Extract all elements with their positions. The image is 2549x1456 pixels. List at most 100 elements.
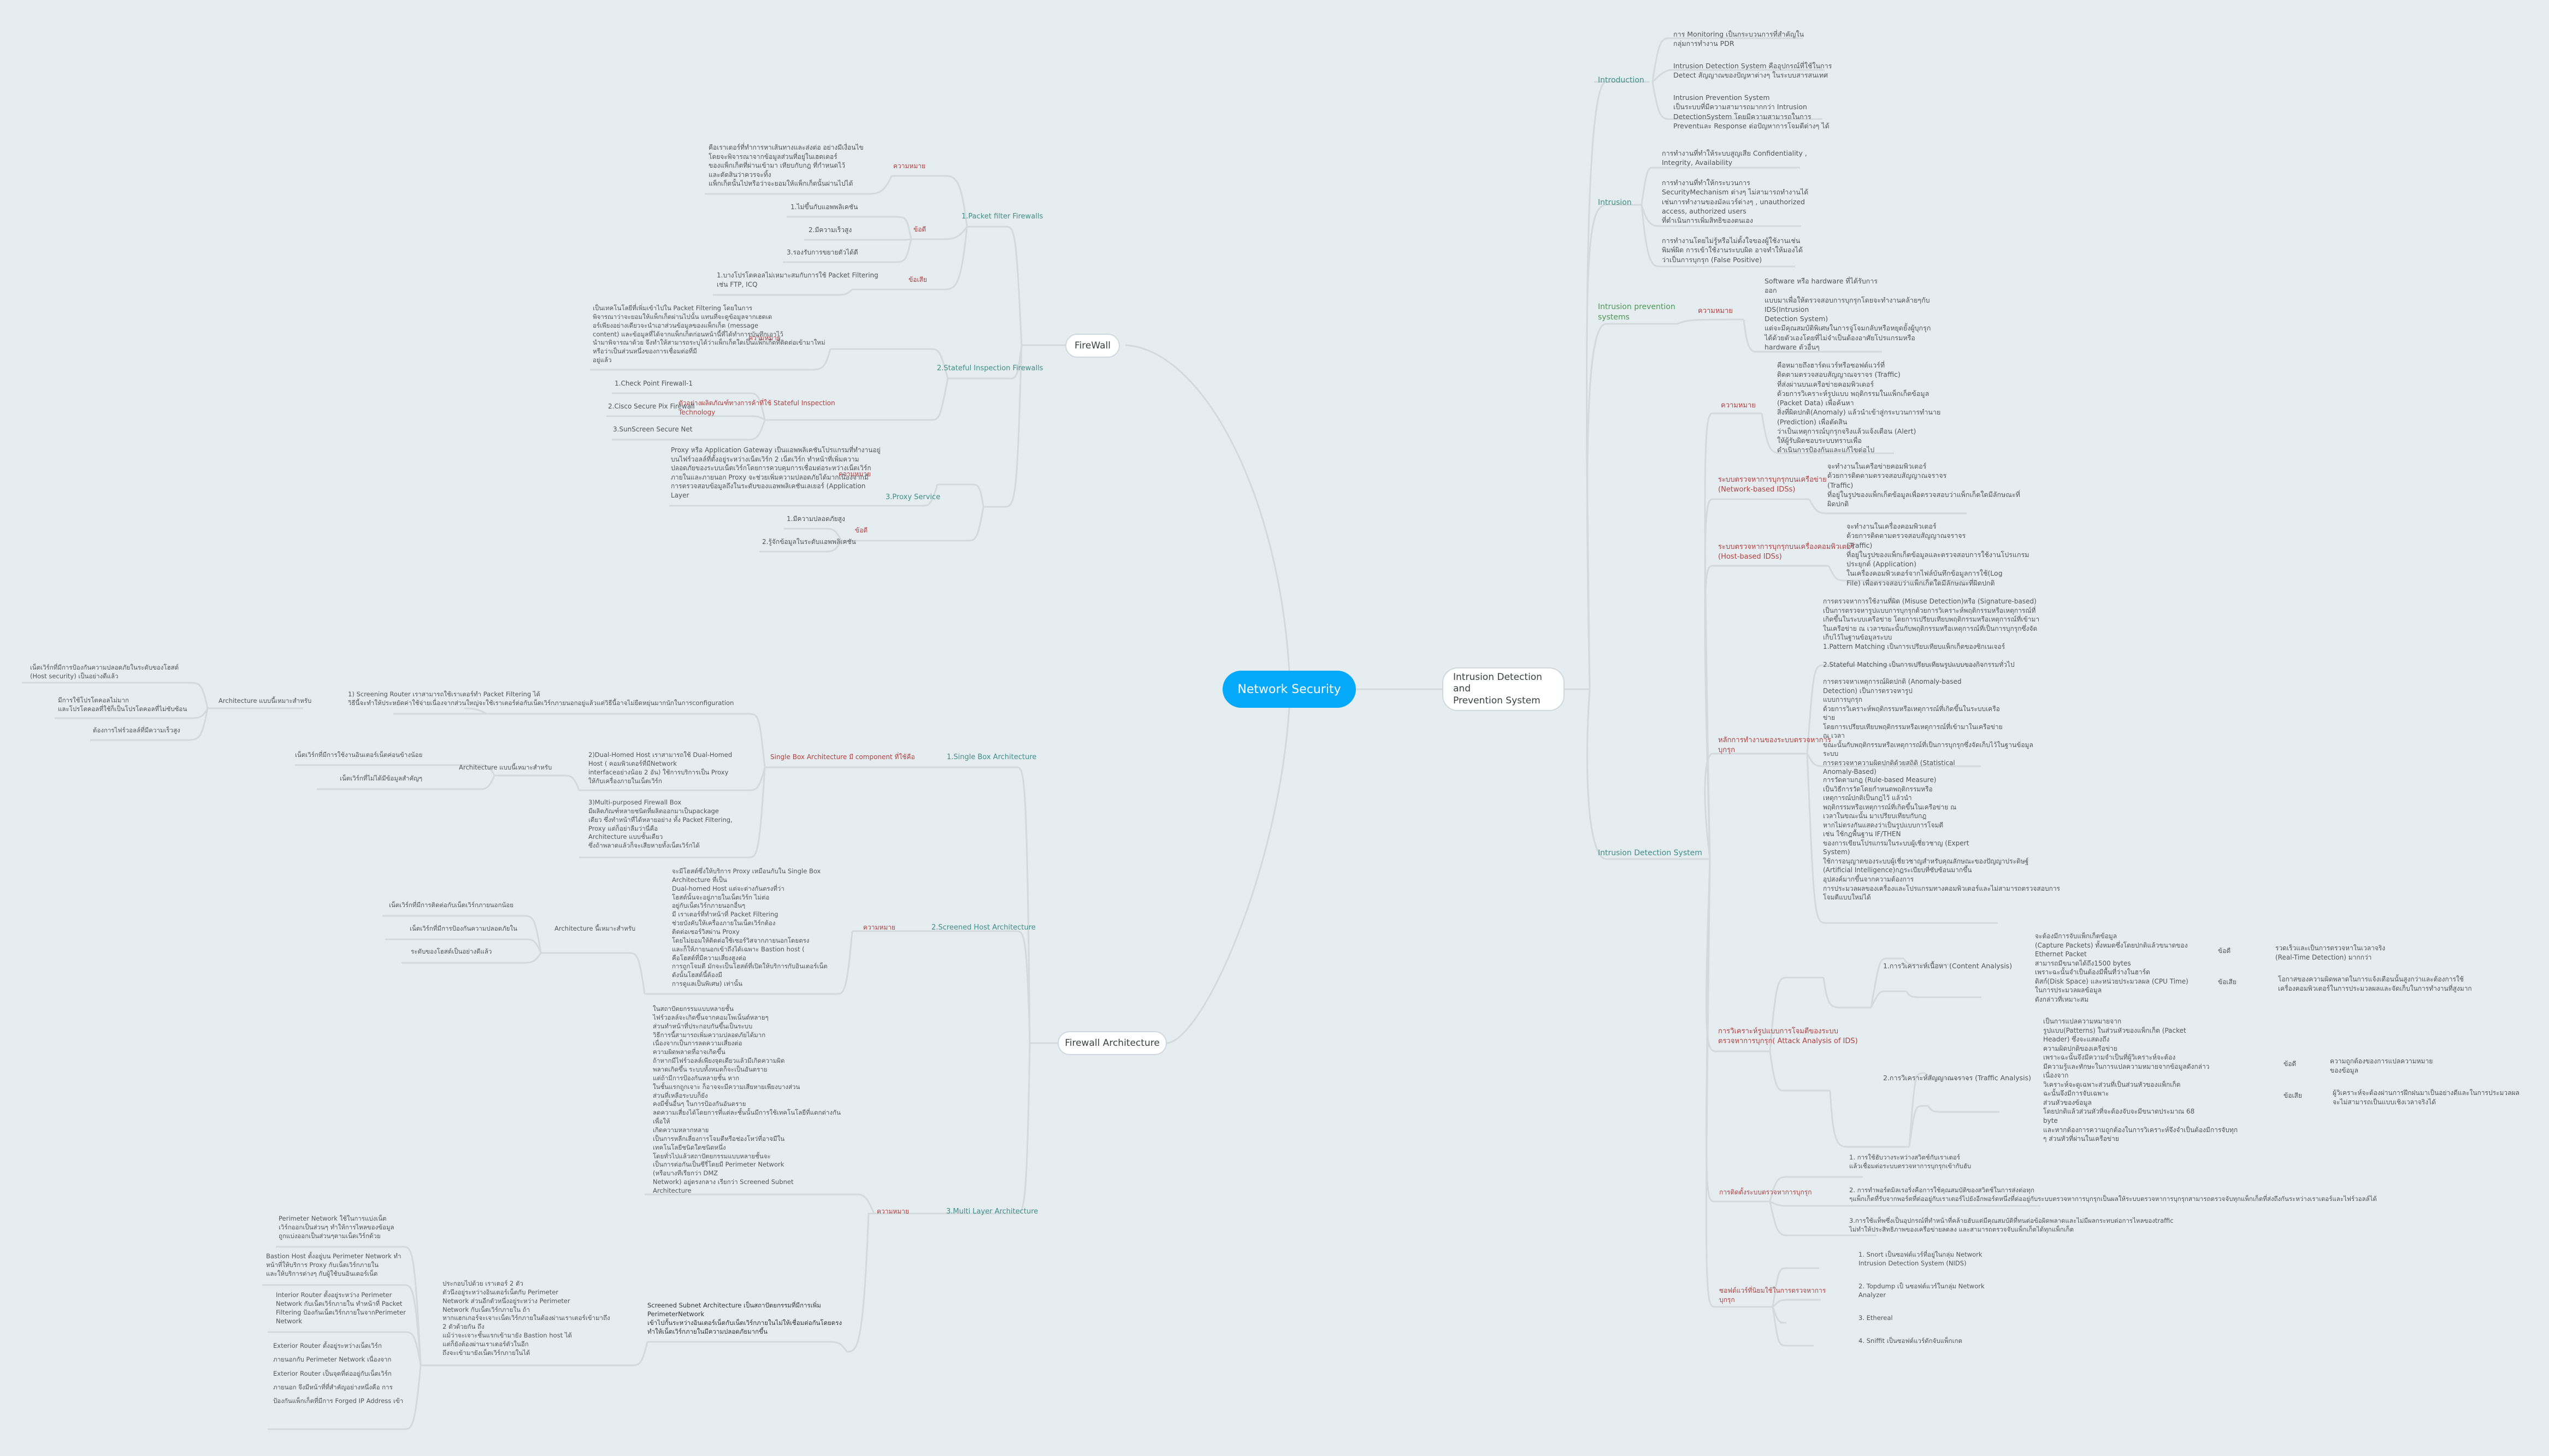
- ids-meaning-label: ความหมาย: [1721, 401, 1756, 410]
- intrusion-item-1: การทำงานที่ทำให้ระบบสูญเสีย Confidential…: [1662, 149, 1807, 167]
- packet-filter-con-1: 1.บางโปรโตคอลไม่เหมาะสมกับการใช้ Packet …: [717, 271, 878, 288]
- stateful-example-3: 3.SunScreen Secure Net: [613, 425, 693, 433]
- firewall-title: FireWall: [1075, 340, 1111, 351]
- multi-layer-meaning-label: ความหมาย: [877, 1208, 910, 1215]
- dual-suit-label: Architecture แบบนี้เหมาะสำหรับ: [459, 763, 552, 771]
- traffic-pro: ความถูกต้องของการแปลความหมาย ของข้อมูล: [2330, 1057, 2433, 1074]
- software-item-3: 3. Ethereal: [1858, 1314, 1893, 1322]
- principle-rule-based: การวัดตามกฎ (Rule-based Measure) เป็นวิธ…: [1823, 776, 2061, 902]
- screened-host-suit-1: เน็ตเวิร์กที่มีการติดต่อกับเน็ตเวิร์กภาย…: [389, 901, 514, 909]
- root-node-network-security[interactable]: Network Security: [1223, 671, 1356, 708]
- hids-description: จะทำงานในเครื่องคอมพิวเตอร์ ด้วยการติดตา…: [1846, 522, 2029, 587]
- stateful-example-2: 2.Cisco Secure Pix Firewall: [608, 403, 695, 410]
- firewall-architecture-title: Firewall Architecture: [1065, 1038, 1160, 1049]
- dual-homed-host: 2)Dual-Homed Host เราสามารถใช้ Dual-Home…: [588, 751, 733, 785]
- category-stateful-inspection[interactable]: 2.Stateful Inspection Firewalls: [937, 364, 1043, 372]
- software-item-4: 4. Sniffit เป็นซอฟต์แวร์ดักจับแพ็กเกต: [1858, 1337, 1962, 1345]
- principle-anomaly: การตรวจหาเหตุการณ์ผิดปกติ (Anomaly-based…: [1823, 678, 2033, 776]
- nids-description: จะทำงานในเครือข่ายคอมพิวเตอร์ ด้วยการติด…: [1827, 462, 2020, 508]
- proxy-pro-1: 1.มีความปลอดภัยสูง: [787, 515, 845, 523]
- proxy-meaning: Proxy หรือ Application Gateway เป็นแอพพล…: [671, 446, 881, 499]
- stateful-meaning: เป็นเทคโนโลยีที่เพิ่มเข้าไปใน Packet Fil…: [593, 304, 825, 364]
- multi-layer-meaning: ในสถาปัตยกรรมแบบหลายชั้น ไฟร์วอลล์จะเกิด…: [653, 1005, 841, 1195]
- screened-subnet: Screened Subnet Architecture เป็นสถาปัตย…: [647, 1301, 842, 1335]
- stateful-meaning-label: ความหมาย: [748, 334, 781, 342]
- principle-misuse: การตรวจหาการใช้งานที่ผิด (Misuse Detecti…: [1823, 597, 2040, 668]
- category-intrusion-prevention-systems[interactable]: Intrusion prevention systems: [1598, 303, 1675, 322]
- root-label: Network Security: [1237, 682, 1341, 696]
- single-box-components-label: Single Box Architecture มี component ที่…: [770, 753, 915, 761]
- traffic-analysis-description: เป็นการแปลความหมายจาก รูปแบบ(Patterns) ใ…: [2043, 1017, 2238, 1143]
- main-node-firewall-architecture[interactable]: Firewall Architecture: [1058, 1031, 1167, 1055]
- hids-label: ระบบตรวจหาการบุกรุกบนเครื่องคอมพิวเตอร์ …: [1718, 543, 1855, 561]
- screened-subnet-routers: ประกอบไปด้วย เราเตอร์ 2 ตัว ตัวนึงอยู่ระ…: [442, 1280, 610, 1357]
- packet-filter-pro-2: 2.มีความเร็วสูง: [809, 226, 852, 234]
- proxy-pro-2: 2.รู้จักข้อมูลในระดับแอพพลิเคชัน: [762, 538, 856, 546]
- multi-purposed-firewall-box: 3)Multi-purposed Firewall Box มีผลิตภัณฑ…: [588, 798, 733, 850]
- screened-host-meaning: จะมีโฮสต์ซึ่งให้บริการ Proxy เหมือนกับใน…: [672, 867, 828, 988]
- screening-suit-3: ต้องการไฟร์วอลล์ที่มีความเร็วสูง: [93, 726, 180, 734]
- category-intrusion[interactable]: Intrusion: [1598, 198, 1632, 207]
- content-con: โอกาสของความผิดพลาดในการแจ้งเตือนนั้นสูง…: [2278, 975, 2472, 992]
- content-con-label: ข้อเสีย: [2218, 978, 2237, 986]
- content-analysis-description: จะต้องมีการจับแพ็กเก็ตข้อมูล (Capture Pa…: [2035, 932, 2188, 1003]
- category-single-box[interactable]: 1.Single Box Architecture: [947, 753, 1037, 761]
- packet-filter-pros-label: ข้อดี: [913, 226, 927, 233]
- install-item-1: 1. การใช้ฮับวางระหว่างสวิตช์กับเราเตอร์ …: [1849, 1153, 1972, 1170]
- proxy-meaning-label: ความหมาย: [839, 470, 871, 478]
- category-multi-layer[interactable]: 3.Multi Layer Architecture: [946, 1208, 1039, 1216]
- intrusion-item-2: การทำงานที่ทำให้กระบวนการ SecurityMechan…: [1662, 179, 1809, 224]
- screening-suit-label: Architecture แบบนี้เหมาะสำหรับ: [219, 697, 312, 705]
- traffic-con: ผู้วิเคราะห์จะต้องผ่านการฝึกฝนมาเป็นอย่า…: [2333, 1089, 2520, 1106]
- screened-host-suit-3: ระดับของโฮสต์เป็นอย่างดีแล้ว: [411, 948, 492, 955]
- category-introduction[interactable]: Introduction: [1598, 76, 1644, 85]
- software-label: ซอฟต์แวร์ที่นิยมใช้ในการตรวจหาการ บุกรุก: [1719, 1287, 1826, 1304]
- idps-title: Intrusion Detection and Prevention Syste…: [1453, 672, 1542, 706]
- category-packet-filter[interactable]: 1.Packet filter Firewalls: [961, 212, 1043, 221]
- traffic-analysis-label: 2.การวิเคราะห์สัญญาณจราจร (Traffic Analy…: [1883, 1074, 2031, 1082]
- main-node-idps[interactable]: Intrusion Detection and Prevention Syste…: [1442, 667, 1565, 711]
- principle-label: หลักการทำงานของระบบตรวจหาการ บุกรุก: [1718, 736, 1831, 754]
- software-item-2: 2. Topdump เป็ นซอฟต์แวร์ในกลุ่ม Network…: [1858, 1282, 1985, 1299]
- traffic-pro-label: ข้อดี: [2284, 1060, 2297, 1068]
- main-node-firewall[interactable]: FireWall: [1065, 334, 1120, 358]
- packet-filter-pro-3: 3.รองรับการขยายตัวได้ดี: [787, 248, 858, 256]
- part-perimeter-network: Perimeter Network ใช้ในการแบ่งเน็ต เวิร์…: [279, 1215, 394, 1240]
- screened-host-suit-label: Architecture นี้เหมาะสำหรับ: [554, 925, 636, 932]
- install-label: การติดตั้งระบบตรวจหาการบุกรุก: [1719, 1188, 1812, 1196]
- ips-meaning-label: ความหมาย: [1698, 307, 1733, 315]
- traffic-con-label: ข้อเสีย: [2284, 1092, 2302, 1099]
- dual-suit-2: เน็ตเวิร์กที่ไม่ได้มีข้อมูลสำคัญๆ: [340, 774, 423, 782]
- part-bastion-host: Bastion Host ตั้งอยู่บน Perimeter Networ…: [266, 1252, 402, 1277]
- content-pro: รวดเร็วและเป็นการตรวจหาในเวลาจริง (Real-…: [2275, 944, 2386, 961]
- intro-item-2: Intrusion Detection System คืออุปกรณ์ที่…: [1673, 62, 1832, 80]
- category-intrusion-detection-system[interactable]: Intrusion Detection System: [1598, 849, 1702, 857]
- part-interior-router: Interior Router ตั้งอยู่ระหว่าง Perimete…: [276, 1291, 406, 1325]
- software-item-1: 1. Snort เป็นซอฟต์แวร์ที่อยู่ในกลุ่ม Net…: [1858, 1251, 1982, 1267]
- packet-filter-meaning: คือเราเตอร์ที่ทำการหาเส้นทางและส่งต่อ อย…: [709, 144, 864, 188]
- dual-suit-1: เน็ตเวิร์กที่มีการใช้งานอินเตอร์เน็ตค่อน…: [295, 751, 423, 759]
- packet-filter-cons-label: ข้อเสีย: [908, 276, 927, 283]
- part-exterior-router: Exterior Router ตั้งอยู่ระหว่างเน็ตเวิร์…: [273, 1342, 404, 1405]
- attack-analysis-label: การวิเคราะห์รูปแบบการโจมตีของระบบ ตรวจหา…: [1718, 1027, 1858, 1045]
- packet-filter-meaning-label: ความหมาย: [893, 162, 926, 170]
- intro-item-3: Intrusion Prevention System เป็นระบบที่ม…: [1673, 93, 1830, 130]
- category-screened-host[interactable]: 2.Screened Host Architecture: [931, 924, 1036, 932]
- intro-item-1: การ Monitoring เป็นกระบวนการที่สำคัญใน ก…: [1673, 30, 1804, 48]
- packet-filter-pro-1: 1.ไม่ขึ้นกับแอพพลิเคชัน: [790, 203, 858, 211]
- category-proxy-service[interactable]: 3.Proxy Service: [886, 493, 941, 501]
- install-item-2: 2. การทำพอร์ตมิลเรอริ่งคือการใช้คุณสมบัต…: [1849, 1186, 2377, 1203]
- nids-label: ระบบตรวจหาการบุกรุกบนเครือข่าย (Network-…: [1718, 476, 1827, 494]
- proxy-pros-label: ข้อดี: [855, 526, 868, 534]
- screening-router: 1) Screening Router เราสามารถใช้เราเตอร์…: [348, 690, 734, 707]
- screening-suit-1: เน็ตเวิร์กที่มีการป้องกันความปลอดภัยในระ…: [30, 664, 179, 680]
- ips-meaning: Software หรือ hardware ที่ได้รับการ ออก …: [1765, 277, 1931, 351]
- content-analysis-label: 1.การวิเคราะห์เนื้อหา (Content Analysis): [1883, 962, 2013, 970]
- screened-host-suit-2: เน็ตเวิร์กที่มีการป้องกันความปลอดภัยใน: [410, 925, 517, 932]
- content-pro-label: ข้อดี: [2218, 947, 2231, 955]
- screened-host-meaning-label: ความหมาย: [863, 924, 896, 931]
- install-item-3: 3.การใช้แท็พซึ่งเป็นอุปกรณ์ที่ทำหน้าที่ค…: [1849, 1217, 2174, 1233]
- stateful-example-1: 1.Check Point Firewall-1: [615, 380, 693, 387]
- intrusion-item-3: การทำงานโดยไม่รู้หรือไม่ตั้งใจของผู้ใช้ง…: [1662, 236, 1803, 264]
